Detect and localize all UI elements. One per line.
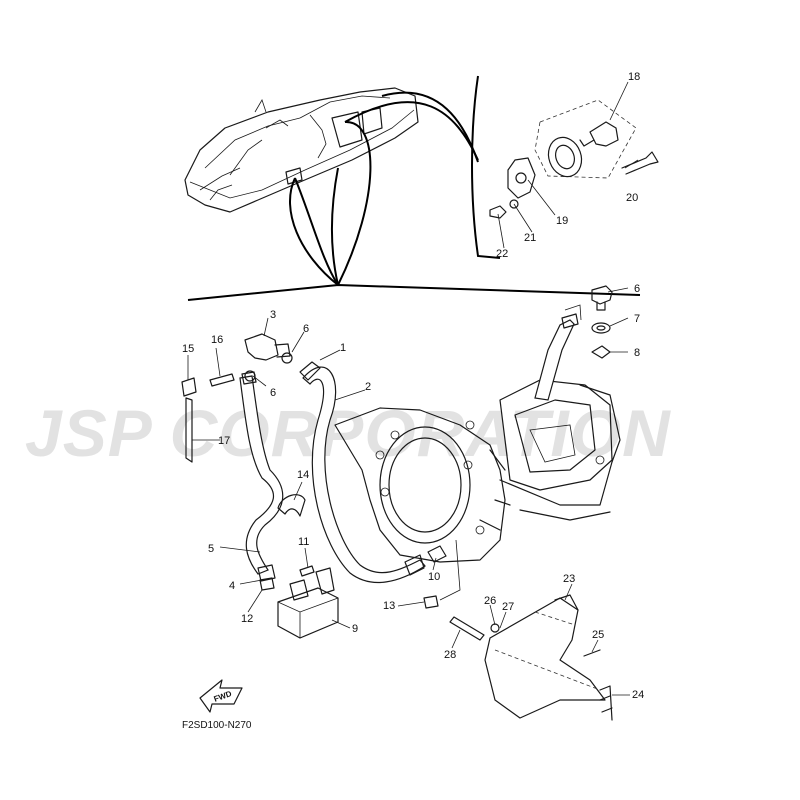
callout-3: 3	[270, 309, 276, 321]
callout-10: 9	[352, 623, 358, 635]
small-fittings	[423, 545, 447, 609]
part-15-clamp	[277, 494, 306, 517]
callout-9: 8	[634, 347, 640, 359]
callout-24: 23	[563, 573, 575, 585]
overview-leaders	[187, 75, 641, 301]
clip-band-set	[181, 373, 235, 463]
callout-22: 21	[524, 232, 536, 244]
callout-5: 5	[208, 543, 214, 555]
callout-7: 6	[634, 283, 640, 295]
hose-long	[299, 361, 426, 584]
callout-13: 12	[241, 613, 253, 625]
callout-labels: 18 19 20 21 22 6 7 8 3 6 1 2 6 15 16 17 …	[182, 71, 644, 701]
diagram-code: F2SD100-N270	[182, 720, 252, 731]
callout-27: 26	[484, 595, 496, 607]
callout-4: 4	[229, 580, 235, 592]
callout-2: 2	[365, 381, 371, 393]
callout-23: 22	[496, 248, 508, 260]
watercraft-overview	[184, 87, 419, 213]
callout-6b: 6	[270, 387, 276, 399]
fwd-label: FWD	[213, 689, 233, 704]
callout-20: 19	[556, 215, 568, 227]
callout-21: 20	[626, 192, 638, 204]
bottom-cover	[449, 594, 613, 721]
hose-short	[239, 371, 284, 582]
callout-25: 24	[632, 689, 644, 701]
callout-leaders	[187, 81, 639, 696]
elbow-fitting	[244, 333, 293, 382]
callout-8: 7	[634, 313, 640, 325]
callout-12: 11	[298, 536, 309, 548]
filter-box	[259, 565, 339, 639]
callout-29: 28	[444, 649, 456, 661]
jet-pump-housing	[334, 304, 621, 563]
callout-14: 13	[383, 600, 395, 612]
callout-6a: 6	[303, 323, 309, 335]
callout-26: 25	[592, 629, 604, 641]
callout-15: 14	[297, 469, 309, 481]
fwd-direction-arrow: FWD	[199, 679, 243, 713]
callout-16: 15	[182, 343, 194, 355]
callout-1: 1	[340, 342, 346, 354]
inset-assembly	[489, 99, 659, 219]
callout-11: 10	[428, 571, 440, 583]
callout-19: 18	[628, 71, 640, 83]
plug-stack	[591, 285, 613, 359]
callout-28: 27	[502, 601, 514, 613]
callout-17: 16	[211, 334, 223, 346]
callout-18: 17	[218, 435, 230, 447]
